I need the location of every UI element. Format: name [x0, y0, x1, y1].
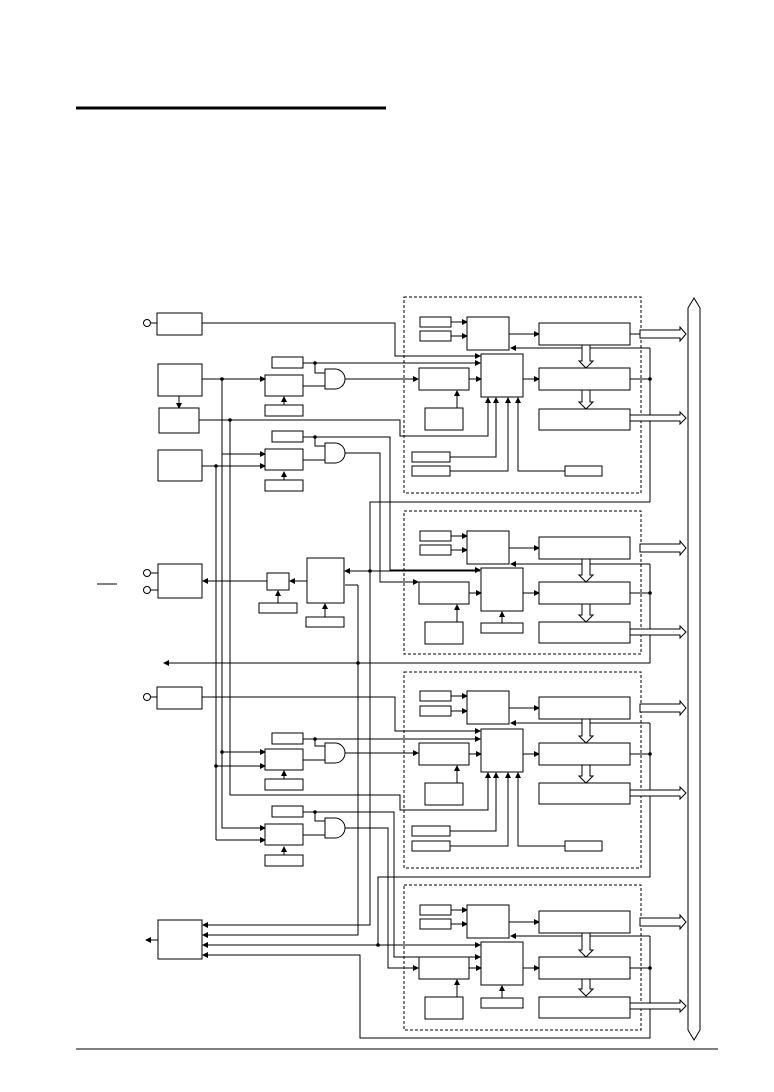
timer-channel-2	[403, 510, 687, 655]
timer-channel-4	[403, 884, 687, 1031]
timer-channel-1	[403, 296, 687, 494]
clock-block	[157, 449, 203, 482]
output-pin-icon	[143, 586, 151, 594]
timer-channel-3	[403, 671, 687, 869]
output-control	[202, 502, 480, 628]
select-gate-3	[264, 732, 481, 791]
input-pin-icon	[143, 319, 151, 327]
and-gate	[324, 817, 346, 839]
select-gate-1	[264, 356, 481, 417]
and-gate	[324, 742, 346, 764]
select-gate-4	[264, 805, 481, 971]
output-pin-icon	[143, 569, 151, 577]
and-gate	[324, 442, 346, 464]
prescaler-block	[157, 363, 203, 434]
select-gate-2	[264, 430, 481, 585]
input-pin-icon	[143, 693, 151, 701]
output-block	[97, 563, 203, 599]
interrupt-block	[145, 919, 203, 960]
input-block-2	[143, 686, 481, 734]
and-gate	[324, 368, 346, 390]
input-block-1	[143, 312, 481, 359]
internal-bus	[687, 297, 701, 1041]
